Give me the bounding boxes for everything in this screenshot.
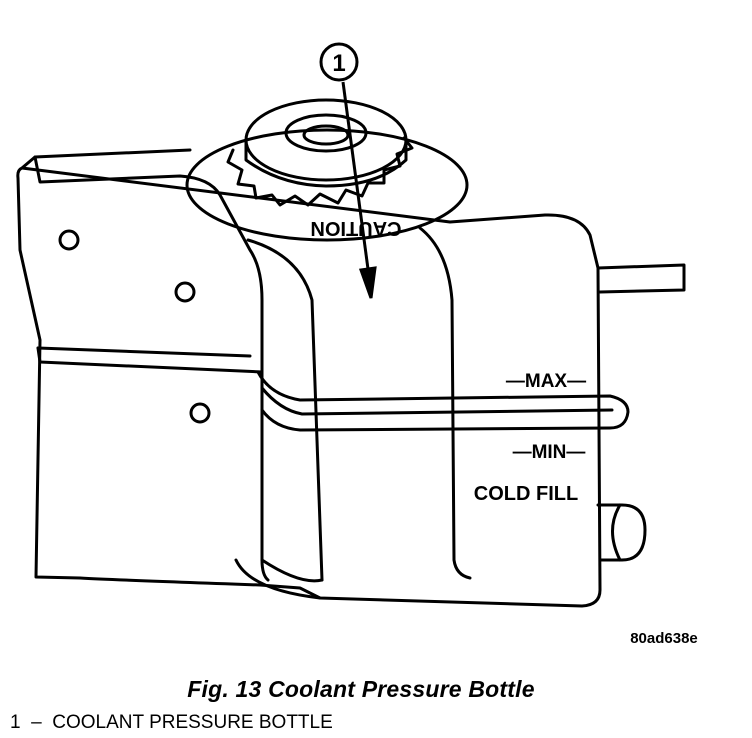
cap-base <box>185 128 469 242</box>
cap-caution-text: CAUTION <box>310 217 401 239</box>
cap-top <box>244 98 408 182</box>
min-label: —MIN— <box>513 442 586 463</box>
figure-caption: Fig. 13 Coolant Pressure Bottle <box>187 676 535 702</box>
mount-hole-2 <box>174 281 196 303</box>
strap <box>256 370 630 432</box>
left-face-edge <box>33 155 270 582</box>
legend-separator: – <box>31 712 42 733</box>
bottom-outlet <box>596 503 647 562</box>
side-outlet <box>596 263 686 294</box>
max-label: —MAX— <box>506 371 586 392</box>
callout-circle <box>319 42 359 82</box>
mount-hole-1 <box>58 229 80 251</box>
legend: 1 – COOLANT PRESSURE BOTTLE <box>10 712 333 734</box>
image-code: 80ad638e <box>630 630 698 647</box>
legend-text: COOLANT PRESSURE BOTTLE <box>52 712 333 733</box>
arrow-head <box>358 266 377 299</box>
coolant-bottle-illustration: 1 CAUTION —MAX— —MIN— COLD FILL 80ad638e <box>16 42 698 647</box>
left-band <box>36 346 264 374</box>
cold-fill-label: COLD FILL <box>474 483 578 505</box>
cap-gear <box>226 136 414 207</box>
callout-number: 1 <box>332 50 345 77</box>
mount-hole-3 <box>189 402 211 424</box>
legend-number: 1 <box>10 712 21 733</box>
